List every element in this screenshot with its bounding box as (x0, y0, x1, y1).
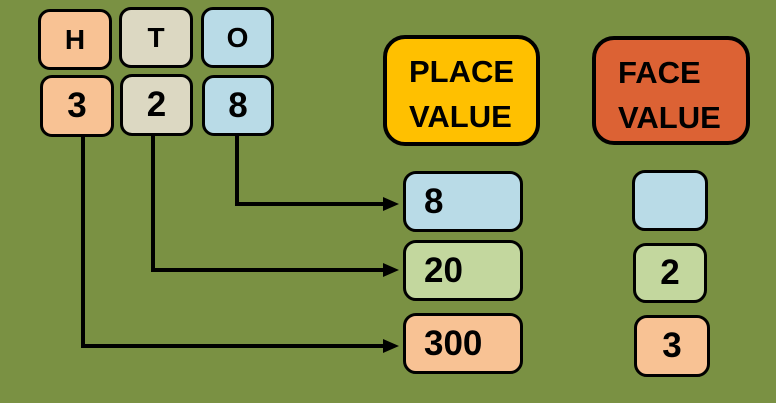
place-value-hundreds-box: 300 (403, 313, 523, 374)
column-label-ones: O (201, 7, 274, 68)
place-value-header: PLACE VALUE (383, 35, 540, 146)
place-value-tens-box: 20 (403, 240, 523, 301)
face-value-header: FACE VALUE (592, 36, 750, 145)
arrow-hundreds-to-300 (81, 137, 399, 353)
column-label-tens: T (119, 7, 193, 68)
place-value-ones-box: 8 (403, 171, 523, 232)
arrow-tens-to-20 (151, 136, 399, 277)
digit-tens: 2 (120, 74, 193, 136)
digit-hundreds: 3 (40, 75, 114, 137)
column-label-hundreds: H (38, 9, 112, 70)
face-value-ones-box (632, 170, 708, 231)
face-value-hundreds-box: 3 (634, 315, 710, 377)
arrow-ones-to-8 (235, 136, 399, 211)
digit-ones: 8 (202, 75, 274, 136)
face-value-tens-box: 2 (633, 243, 707, 303)
